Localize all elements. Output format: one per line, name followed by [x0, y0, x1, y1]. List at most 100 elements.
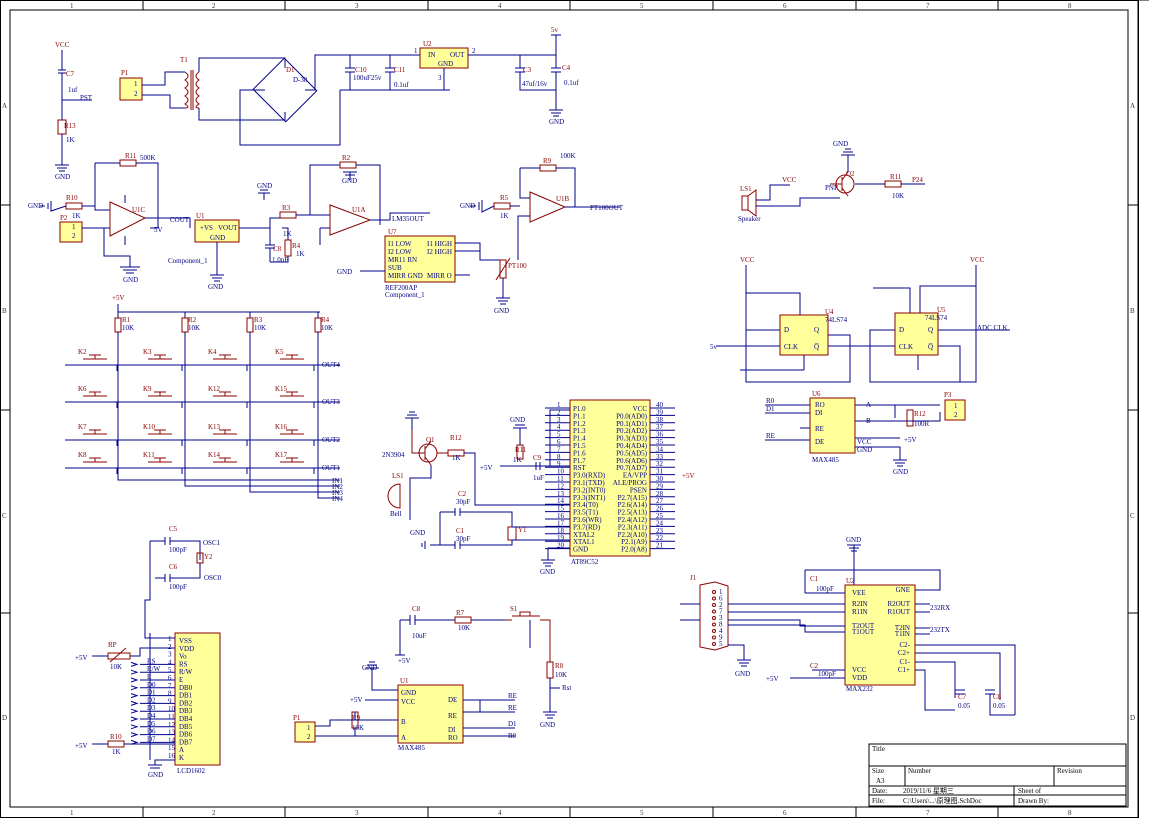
mcu-right-pin-number: 39 [656, 408, 664, 416]
c2-232-ref: C2 [810, 662, 819, 670]
u4-clk: CLK [784, 343, 798, 351]
rp-ref: RP [108, 641, 117, 649]
lcd-name: LCD1602 [177, 767, 206, 775]
r9-ref: R9 [543, 157, 552, 165]
mcu-right-pin: P0.6(AD6) [616, 457, 648, 465]
u1-vs: +VS [200, 224, 213, 232]
lcd-pin: A [179, 746, 184, 754]
lcd-pin-number: 15 [168, 744, 176, 752]
lcd-pin-number: 14 [168, 736, 176, 744]
gnd-u1: GND [208, 283, 223, 291]
q1-type: 2N3904 [382, 451, 405, 459]
u2-pin3: 3 [438, 74, 442, 82]
ls1-ref-top: LS1 [740, 185, 752, 193]
u1b-net-r0: R0 [508, 732, 517, 740]
lcd-pin-number: 10 [168, 705, 176, 713]
u7-pin-l3: MR11 RN [388, 256, 417, 264]
key-label: K10 [143, 423, 156, 431]
keypad-section: +5V R1 10K R2 10K R3 10K R4 10K IN1 IN2 … [65, 294, 343, 503]
mcu-left-pin: P3.3(INT1) [573, 494, 606, 502]
u1b-re: RE [448, 712, 457, 720]
gnd-u6: GND [893, 468, 908, 476]
d1-value: D-38 [293, 76, 308, 84]
lcd-net-label: D3 [147, 704, 156, 712]
max232-5v: +5V [766, 675, 779, 683]
lcd-net-label: D1 [147, 689, 156, 697]
gnd-label-2: GND [549, 118, 564, 126]
mcu-left-pin-number: 4 [557, 423, 561, 431]
key-label: K3 [143, 348, 152, 356]
u5-d: D [899, 326, 904, 334]
gnd-r5: GND [460, 202, 475, 210]
u4-type: 74LS74 [825, 316, 848, 324]
db9-pin-number: 2 [719, 601, 723, 609]
mcu-right-pin: PSEN [630, 486, 647, 494]
p24-net: P24 [912, 176, 923, 184]
mcu-right-pin: P2.6(A14) [618, 501, 648, 509]
drawn-by-label: Drawn By: [1018, 797, 1049, 805]
u1-bottom-name: MAX485 [398, 744, 425, 752]
gnd-u1c: GND [123, 276, 138, 284]
mcu-left-pin-number: 3 [557, 416, 561, 424]
gnd-lcd: GND [148, 771, 163, 779]
mcu-left-pin-number: 2 [557, 408, 561, 416]
u1-vout: VOUT [218, 224, 238, 232]
mcu-5v: +5V [682, 472, 695, 480]
r1-key-ref: R1 [122, 316, 131, 324]
lcd-pin: VSS [179, 637, 192, 645]
c2-232-value: 100pF [818, 670, 836, 678]
frame-row-d: D [2, 714, 7, 722]
u7-pin-l4: SUB [388, 264, 402, 272]
osc1-net: OSC1 [203, 539, 221, 547]
mcu-right-pin: P0.1(AD1) [616, 420, 648, 428]
c5-ref: C5 [169, 525, 178, 533]
db9-pin-number: 5 [719, 640, 723, 648]
r4-value: 1K [296, 250, 305, 258]
r9-bottom-ref: R9 [352, 714, 361, 722]
mcu-left-pin: P3.7(RD) [573, 523, 601, 531]
c6-value: 100pF [169, 583, 187, 591]
frame-col-5-bottom: 5 [640, 809, 644, 817]
mcu-right-pin: VCC [633, 405, 648, 413]
p1-pin2: 2 [134, 90, 138, 98]
r4-ref: R4 [292, 242, 301, 250]
r12-termination [906, 409, 914, 427]
frame-col-2-bottom: 2 [212, 809, 216, 817]
lcd-net-label: D6 [147, 728, 156, 736]
pst-net: PST [80, 94, 93, 102]
c7-232-ref: C7 [958, 693, 967, 701]
frame-row-b-right: B [1130, 307, 1135, 315]
r7-ref: R7 [456, 609, 465, 617]
u6-r0-net: R0 [766, 397, 775, 405]
p2-connector [59, 221, 83, 243]
key-label: K16 [275, 423, 288, 431]
gnd-q2: GND [833, 140, 848, 148]
u6-d1-net: D1 [766, 405, 775, 413]
r8-value: 10K [555, 671, 567, 679]
r2-resistor [339, 161, 357, 169]
r10-lcd-ref: R10 [110, 733, 122, 741]
mcu-left-pin-number: 13 [557, 490, 565, 498]
key-switch: K2 [78, 348, 118, 371]
u1a-ref: U1A [352, 206, 366, 214]
frame-col-1: 1 [70, 2, 74, 10]
flipflop-section: VCC U4 74LS74 D Q CLK Q̅ 5v VCC U5 74LS7… [710, 256, 1010, 383]
u1-ref: U1 [196, 212, 205, 220]
u7-pin-r2: I2 HIGH [427, 248, 452, 256]
lcd-net-label: D2 [147, 696, 156, 704]
u1a-opamp [329, 204, 372, 236]
max232-left-pin: T2OUT [852, 622, 875, 630]
j1-ref: J1 [690, 574, 697, 582]
mcu-right-pin-number: 27 [656, 497, 664, 505]
mcu-left-pin: P1.5 [573, 442, 586, 450]
r5-resistor [493, 202, 511, 210]
p1-bottom-pin2: 2 [307, 733, 311, 741]
r3-key-val: 10K [254, 324, 266, 332]
component1-label: Component_1 [168, 257, 208, 265]
r13-ref: R13 [64, 122, 76, 130]
lcd1602 [174, 632, 221, 766]
keypad-in2: IN2 [332, 483, 343, 491]
mcu-right-pin-number: 35 [656, 438, 664, 446]
r11-value: 500K [140, 154, 156, 162]
